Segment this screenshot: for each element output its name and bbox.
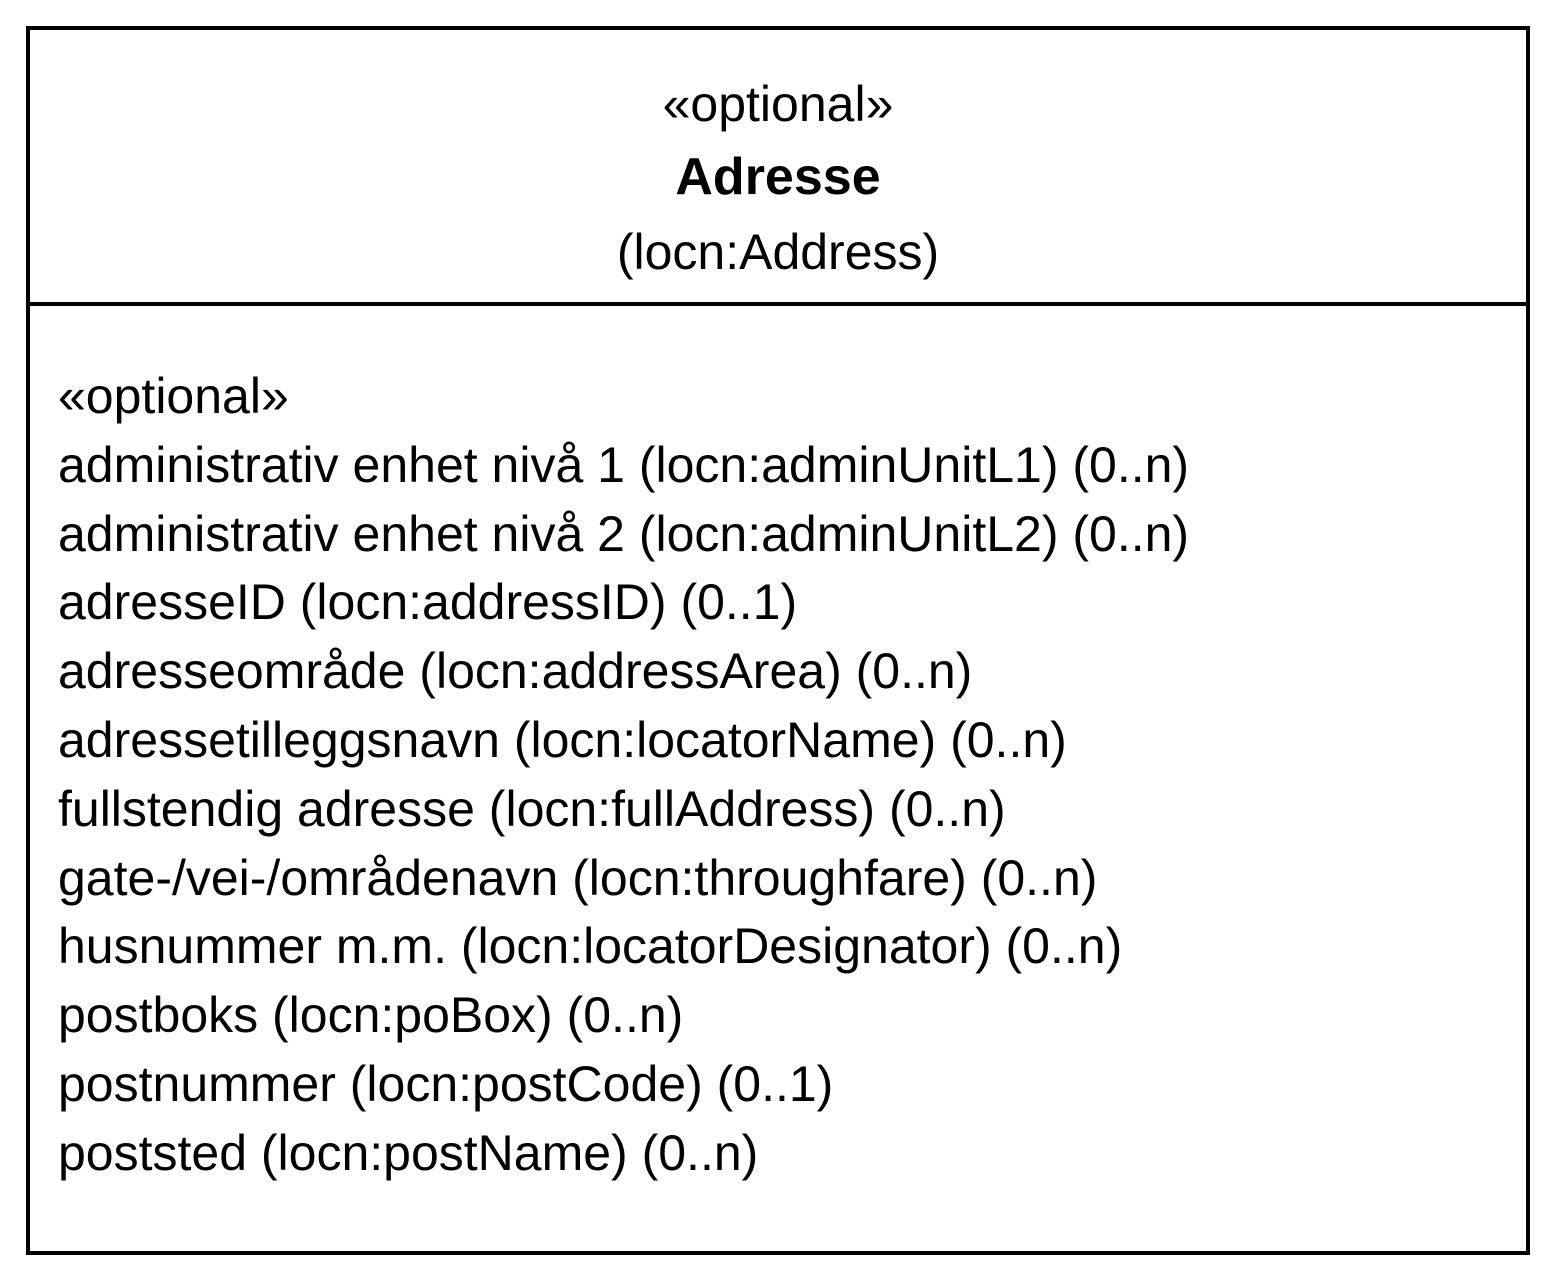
attribute-row: postboks (locn:poBox) (0..n)	[58, 987, 684, 1044]
attribute-row: fullstendig adresse (locn:fullAddress) (…	[58, 780, 1006, 837]
attribute-compartment: «optional» administrativ enhet nivå 1 (l…	[30, 306, 1526, 1188]
attribute-row: adresseområde (locn:addressArea) (0..n)	[58, 643, 973, 700]
attribute-row: postnummer (locn:postCode) (0..1)	[58, 1055, 834, 1112]
class-name: Adresse	[675, 148, 881, 206]
attribute-row: adressetilleggsnavn (locn:locatorName) (…	[58, 711, 1067, 768]
class-stereotype: «optional»	[662, 76, 894, 132]
attribute-row: administrativ enhet nivå 2 (locn:adminUn…	[58, 505, 1190, 562]
attribute-row: gate-/vei-/områdenavn (locn:throughfare)…	[58, 849, 1098, 906]
class-header: «optional» Adresse (locn:Address)	[30, 30, 1526, 306]
attribute-stereotype: «optional»	[58, 368, 289, 424]
class-uri: (locn:Address)	[616, 224, 940, 280]
attribute-row: administrativ enhet nivå 1 (locn:adminUn…	[58, 436, 1190, 493]
attribute-row: husnummer m.m. (locn:locatorDesignator) …	[58, 918, 1123, 975]
attribute-row: poststed (locn:postName) (0..n)	[58, 1124, 759, 1181]
attribute-row: adresseID (locn:addressID) (0..1)	[58, 574, 798, 631]
uml-class-adresse: «optional» Adresse (locn:Address) «optio…	[26, 26, 1530, 1255]
